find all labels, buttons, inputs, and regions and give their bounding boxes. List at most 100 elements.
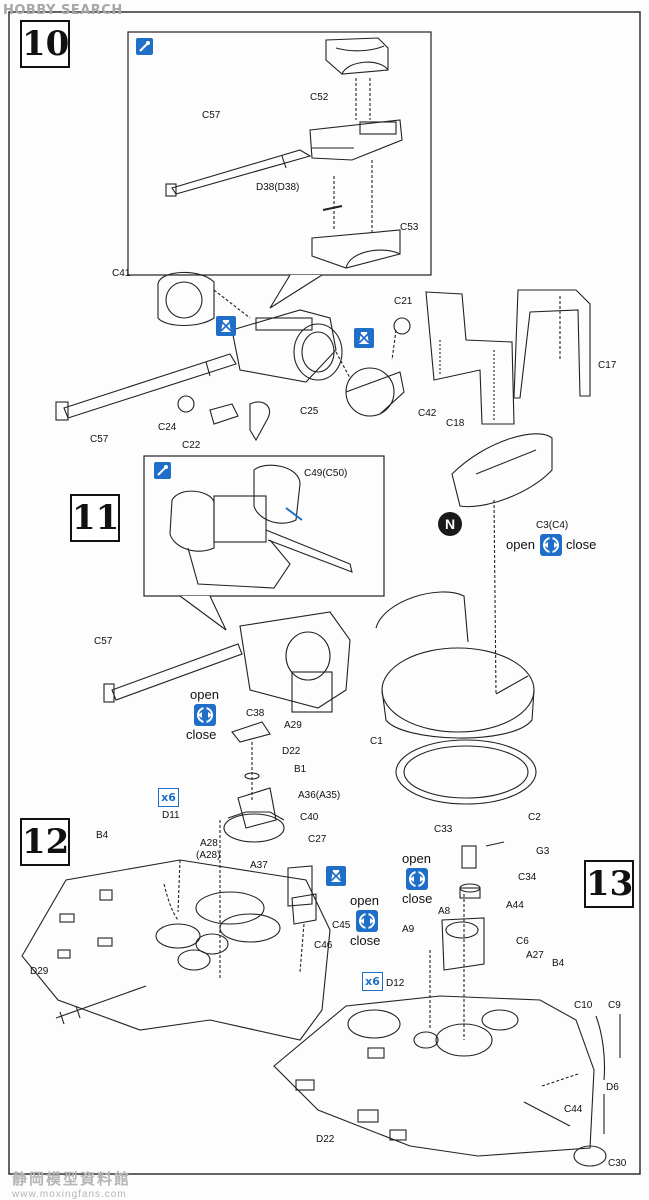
label-c57-main: C57 (90, 434, 109, 445)
rotate-icon-c45 (356, 910, 378, 932)
label-b4-s13: B4 (552, 958, 565, 969)
part-turret-inset (169, 464, 353, 589)
label-b4-s12: B4 (96, 830, 109, 841)
label-c22: C22 (182, 440, 201, 451)
do-not-glue-icon-2 (354, 328, 374, 348)
part-c24-c22-c25-small (177, 395, 270, 442)
part-c17-bracket (513, 289, 591, 399)
label-c38: C38 (246, 708, 265, 719)
label-c27: C27 (308, 834, 327, 845)
part-c18-side-plate (425, 291, 515, 425)
label-c53: C53 (400, 222, 419, 233)
multiply-badge-d12: x6 (362, 972, 383, 991)
label-c9: C9 (608, 1000, 621, 1011)
c3-close-label: close (566, 537, 597, 552)
watermark-url: www.moxingfans.com (12, 1189, 127, 1200)
do-not-glue-icon (216, 316, 236, 336)
part-b4-hull-deck-s13 (273, 894, 595, 1157)
label-c24: C24 (158, 422, 177, 433)
part-c41-shield (157, 271, 251, 326)
label-c44: C44 (564, 1104, 583, 1115)
part-c57-barrel-inset (165, 149, 312, 197)
label-c49: C49(C50) (304, 468, 348, 479)
label-c10: C10 (574, 1000, 593, 1011)
label-d22-s11: D22 (282, 746, 301, 757)
north-badge-icon: N (438, 512, 462, 536)
rotate-icon-c38 (194, 704, 216, 726)
part-gun-cradle-main (231, 309, 343, 383)
label-a44: A44 (506, 900, 524, 911)
label-c42: C42 (418, 408, 437, 419)
label-c2: C2 (528, 812, 541, 823)
watermark-cn: 静岡模型資料館 (12, 1170, 132, 1188)
label-c57-s11: C57 (94, 636, 113, 647)
rotate-icon-c3 (540, 534, 562, 556)
detail-tool-icon (136, 38, 153, 55)
label-c3: C3(C4) (536, 520, 569, 531)
part-c3-hatch (451, 433, 553, 695)
part-c52-mantlet-top (325, 37, 389, 75)
label-d29: D29 (30, 966, 49, 977)
watermark-bottom: 静岡模型資料館 www.moxingfans.com (12, 1168, 131, 1200)
watermark-top: HOBBY SEARCH (3, 3, 123, 18)
c45-close-label: close (350, 933, 381, 948)
label-a28-alt: (A28) (196, 850, 221, 861)
part-c38-a29-b1-stack (223, 721, 285, 843)
label-c6: C6 (516, 936, 529, 947)
part-c2-ring (395, 739, 537, 805)
label-c1: C1 (370, 736, 383, 747)
label-c34: C34 (518, 872, 537, 883)
c45-open-label: open (350, 893, 379, 908)
part-c57-barrel-s11 (103, 643, 243, 703)
label-a27: A27 (526, 950, 544, 961)
label-a29: A29 (284, 720, 302, 731)
label-d6: D6 (606, 1082, 619, 1093)
label-b1: B1 (294, 764, 307, 775)
part-c42-ring (335, 351, 405, 417)
part-d38-pin (322, 176, 343, 230)
label-c52: C52 (310, 92, 329, 103)
label-d11: D11 (162, 810, 180, 821)
label-a9: A9 (402, 924, 415, 935)
part-c9-c10-d6-wires (523, 1014, 621, 1167)
label-d38: D38(D38) (256, 182, 300, 193)
c34-close-label: close (402, 891, 433, 906)
part-breech-assembly (309, 78, 403, 161)
label-a37: A37 (250, 860, 268, 871)
step11-inset-frame (143, 455, 385, 631)
multiply-badge-d11: x6 (158, 788, 179, 807)
label-c18: C18 (446, 418, 465, 429)
step10-inset-frame (127, 31, 432, 309)
rotate-icon-c34 (406, 868, 428, 890)
step-number-12: 12 (20, 818, 70, 866)
label-d22-s13: D22 (316, 1134, 335, 1145)
part-c33-c34-periscope (441, 841, 505, 971)
label-c25: C25 (300, 406, 319, 417)
part-b4-hull-deck-s12 (21, 820, 331, 1041)
label-a8: A8 (438, 906, 451, 917)
label-c57-inset: C57 (202, 110, 221, 121)
detail-tool-icon-s11 (154, 462, 171, 479)
part-c57-barrel-main (55, 353, 237, 421)
step-number-10: 10 (20, 20, 70, 68)
part-c21-knob (391, 317, 411, 361)
part-c53-cradle (311, 160, 401, 269)
label-c41: C41 (112, 268, 131, 279)
label-c45: C45 (332, 920, 351, 931)
label-c33: C33 (434, 824, 453, 835)
label-c40: C40 (300, 812, 319, 823)
label-c21: C21 (394, 296, 413, 307)
part-c27-c46-bracket (287, 865, 317, 973)
part-c1-hatch-ring (375, 591, 535, 739)
step-number-13: 13 (584, 860, 634, 908)
c38-open-label: open (190, 687, 219, 702)
do-not-glue-icon-3 (326, 866, 346, 886)
label-c17: C17 (598, 360, 617, 371)
c38-close-label: close (186, 727, 217, 742)
label-c30: C30 (608, 1158, 627, 1169)
c3-open-label: open (506, 537, 535, 552)
c34-open-label: open (402, 851, 431, 866)
label-d12: D12 (386, 978, 405, 989)
